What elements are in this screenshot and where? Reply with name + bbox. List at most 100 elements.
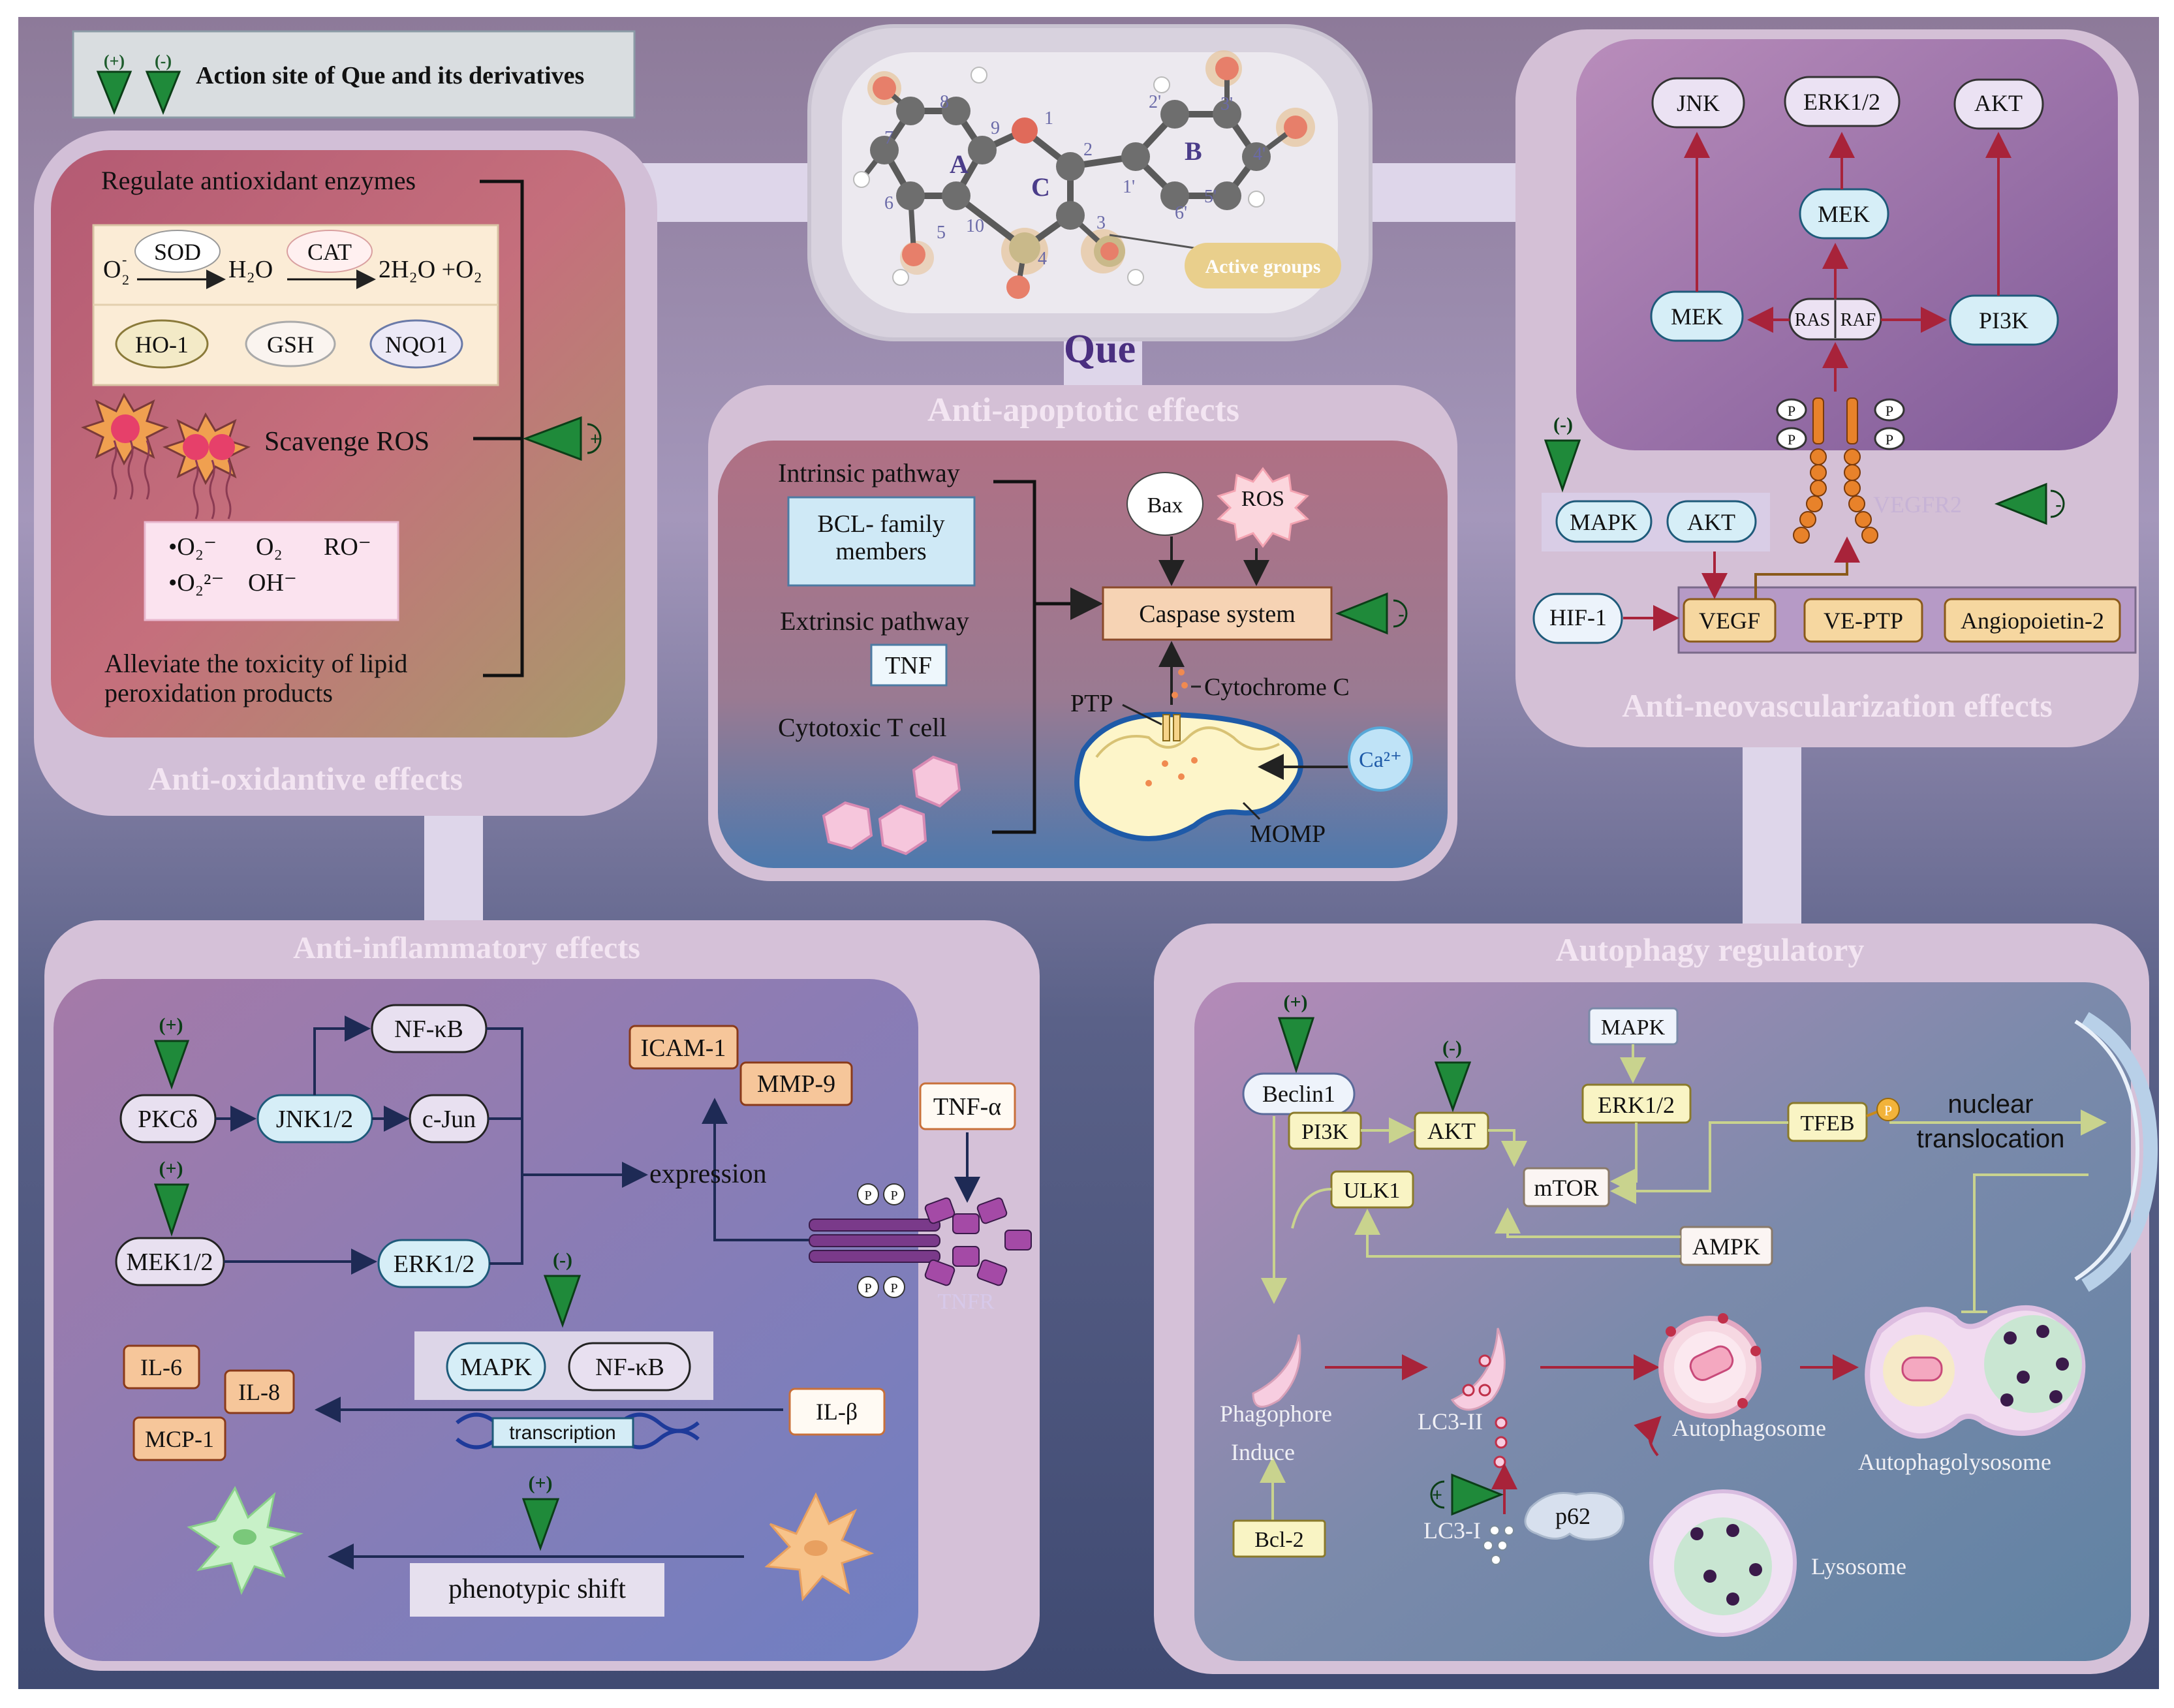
apoptotic-sign: - — [1398, 604, 1404, 625]
autophagosome-icon — [1658, 1313, 1762, 1419]
ros-hydroxyl: OH⁻ — [248, 569, 297, 597]
pos-4p: 4' — [1253, 144, 1266, 164]
pos-2: 2 — [1083, 140, 1093, 160]
inf-mek: MEK1/2 — [127, 1249, 213, 1276]
ros-peroxide: •O₂²⁻ — [168, 569, 224, 597]
aut-autophagosome: Autophagosome — [1672, 1415, 1826, 1441]
neo-akt-top: AKT — [1974, 90, 2023, 116]
inhibit-arrow-icon — [145, 70, 181, 116]
p-badge: P — [1788, 431, 1795, 448]
sod-label: SOD — [154, 239, 201, 265]
inf-pkc: PKCδ — [138, 1106, 198, 1133]
aut-p62: p62 — [1555, 1503, 1591, 1529]
que-title: Que — [1064, 327, 1136, 371]
microglia-m1-icon — [764, 1492, 875, 1602]
inf-mmp: MMP-9 — [757, 1070, 835, 1098]
aut-minus: (-) — [1442, 1037, 1462, 1059]
pos-10: 10 — [966, 216, 984, 236]
p-badge: P — [864, 1281, 871, 1296]
cytotoxic-label: Cytotoxic T cell — [778, 713, 947, 742]
que-panel: A C B 1 2 3 4 5 6 7 8 9 10 1' 2' 3' 4' 5… — [807, 24, 1373, 371]
inf-plus-3: (+) — [528, 1472, 552, 1494]
aut-lc3ii: LC3-II — [1418, 1408, 1483, 1435]
neovasc-panel: JNK ERK1/2 AKT MEK MEK RAS RAF PI3K — [1515, 29, 2139, 747]
pos-5p: 5' — [1204, 187, 1217, 207]
ring-c-label: C — [1031, 172, 1050, 202]
promote-arrow-icon — [96, 70, 132, 116]
promote-arrow-icon: + — [1430, 1473, 1504, 1516]
inhibit-arrow-icon: - — [1994, 482, 2065, 525]
aut-nuclear1: nuclear — [1948, 1090, 2033, 1119]
pos-7: 7 — [884, 128, 893, 148]
p-badge: P — [890, 1281, 897, 1296]
p-badge: P — [864, 1188, 871, 1203]
aut-induce: Induce — [1231, 1439, 1295, 1465]
inf-mapk: MAPK — [460, 1354, 532, 1381]
momp-label: MOMP — [1250, 820, 1326, 848]
ros-label: ROS — [1241, 487, 1284, 511]
bcl-line2: members — [835, 538, 926, 565]
ring-a-label: A — [950, 149, 969, 179]
promote-arrow-icon: + — [522, 416, 602, 461]
inf-erk: ERK1/2 — [394, 1250, 475, 1278]
autophagy-title: Autophagy regulatory — [1556, 931, 1865, 968]
nucleus-envelope-icon — [2074, 1012, 2158, 1292]
aut-ampk: AMPK — [1692, 1234, 1760, 1260]
neovasc-title: Anti-neovascularization effects — [1622, 687, 2053, 724]
neo-ang: Angiopoietin-2 — [1961, 608, 2104, 634]
pos-1: 1 — [1044, 108, 1053, 129]
neo-akt: AKT — [1687, 509, 1735, 535]
aut-lysosome: Lysosome — [1811, 1553, 1906, 1579]
autophagolysosome-icon — [1865, 1305, 2086, 1439]
phosphate-icon — [1876, 1098, 1900, 1121]
caspase-box — [1102, 586, 1333, 641]
tnf-label: TNF — [885, 652, 932, 679]
aut-bcl2: Bcl-2 — [1254, 1528, 1304, 1552]
gsh-label: GSH — [267, 332, 314, 358]
extrinsic-label: Extrinsic pathway — [780, 606, 969, 636]
alleviate-line1: Alleviate the toxicity of lipid — [104, 649, 407, 678]
p-badge: P — [890, 1188, 897, 1203]
antioxidant-panel: Regulate antioxidant enzymes O 2 - SOD H… — [34, 131, 657, 816]
promote-arrow-icon — [521, 1498, 560, 1551]
h2o-label: H₂O — [228, 256, 273, 283]
bax-label: Bax — [1147, 493, 1183, 518]
aut-nuclear2: translocation — [1917, 1125, 2065, 1153]
caspase-label: Caspase system — [1139, 600, 1296, 628]
ring-b-label: B — [1185, 136, 1202, 166]
aut-autophagolysosome: Autophagolysosome — [1858, 1449, 2051, 1475]
ho1-label: HO-1 — [135, 332, 189, 358]
microglia-m2-icon — [187, 1485, 303, 1595]
cat-label: CAT — [307, 239, 352, 265]
neo-vegf: VEGF — [1699, 608, 1760, 634]
aut-lc3i: LC3-I — [1423, 1517, 1481, 1544]
aut-pi3k: PI3K — [1301, 1120, 1348, 1144]
cytochrome-label: Cytochrome C — [1204, 674, 1350, 701]
t-cell-icon — [822, 755, 961, 856]
inflammatory-panel: Anti-inflammatory effects (+) PKCδ JNK1/… — [44, 920, 1040, 1671]
promote-arrow-icon — [153, 1040, 190, 1090]
ros-oxygen: O₂ — [256, 533, 283, 561]
ptp-label: PTP — [1070, 690, 1113, 717]
ros-ro: RO⁻ — [324, 533, 371, 561]
pos-3p: 3' — [1220, 94, 1233, 114]
autophagy-panel: Autophagy regulatory (+) Beclin1 PI3K (-… — [1154, 924, 2158, 1674]
neo-pi3k: PI3K — [1979, 307, 2028, 334]
inhibit-arrow-icon: - — [1335, 592, 1408, 635]
legend-plus: (+) — [104, 52, 125, 70]
pos-1p: 1' — [1123, 177, 1135, 197]
regulate-label: Regulate antioxidant enzymes — [101, 166, 416, 195]
aut-sign: + — [1432, 1485, 1442, 1506]
neo-mek-left: MEK — [1671, 303, 1723, 330]
calcium-icon — [1348, 726, 1413, 792]
neo-ras: RAS — [1795, 310, 1830, 330]
legend-minus: (-) — [155, 52, 172, 70]
intrinsic-label: Intrinsic pathway — [778, 458, 960, 488]
neo-erk: ERK1/2 — [1803, 89, 1880, 115]
p-badge: P — [1886, 403, 1893, 419]
nqo1-label: NQO1 — [385, 332, 448, 358]
neo-minus: (-) — [1553, 414, 1573, 435]
bcl-line1: BCL- family — [817, 510, 944, 538]
vegfr2-label: VEGFR2 — [1873, 491, 1962, 518]
